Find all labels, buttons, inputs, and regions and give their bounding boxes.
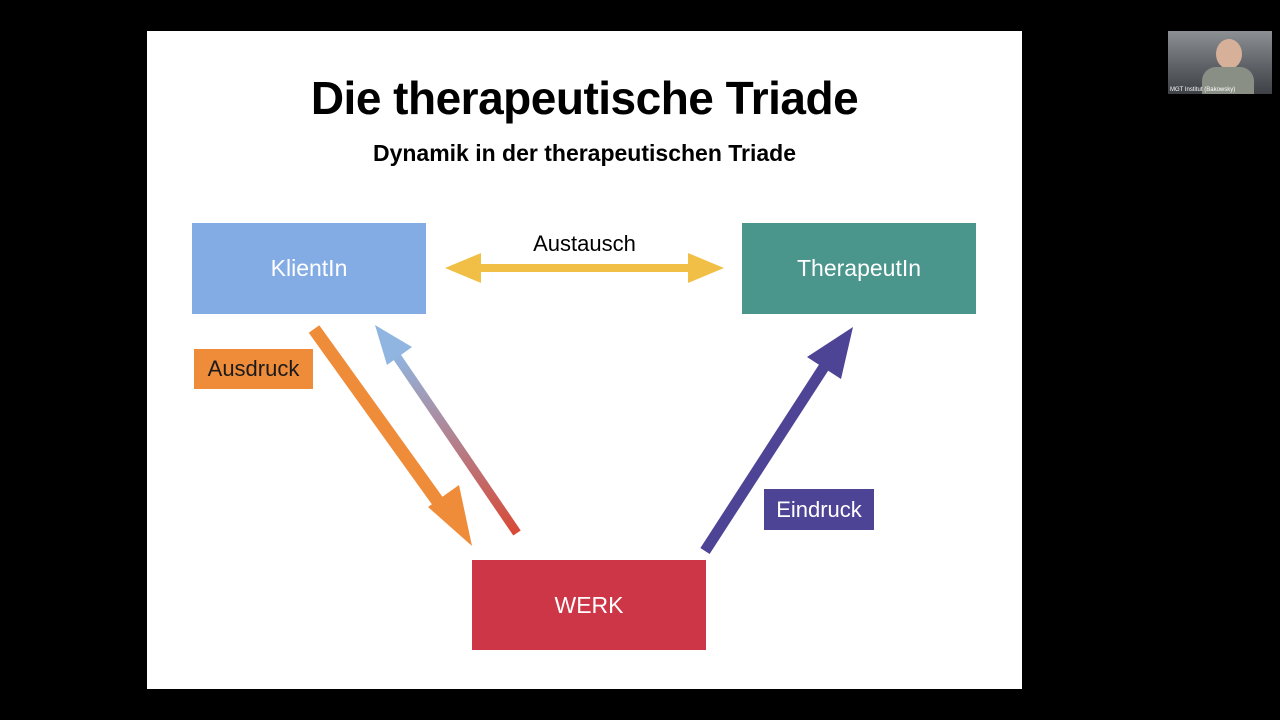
expression-label: Ausdruck — [207, 356, 300, 381]
slide-subtitle: Dynamik in der therapeutischen Triade — [372, 140, 797, 166]
presentation-slide: Die therapeutische Triade Dynamik in der… — [147, 31, 1022, 689]
exchange-arrow — [445, 253, 724, 283]
triad-arrows — [308, 253, 853, 554]
participant-name-caption: MGT Institut (Bakowsky) — [1170, 87, 1236, 93]
participant-video-thumbnail[interactable]: MGT Institut (Bakowsky) — [1168, 31, 1272, 94]
impression-tag: Eindruck — [764, 489, 874, 530]
expression-tag: Ausdruck — [194, 349, 313, 389]
expression-arrow — [308, 325, 472, 546]
participant-shirt — [1202, 67, 1254, 94]
impression-label: Eindruck — [776, 496, 862, 522]
return-arrow — [375, 325, 521, 536]
therapist-box: TherapeutIn — [742, 223, 976, 314]
work-label: WERK — [554, 591, 624, 618]
slide-title: Die therapeutische Triade — [310, 72, 859, 124]
client-label: KlientIn — [270, 255, 348, 281]
work-box: WERK — [472, 560, 706, 650]
client-box: KlientIn — [192, 223, 426, 314]
impression-arrow — [700, 327, 853, 554]
exchange-label: Austausch — [533, 231, 636, 256]
participant-head — [1216, 39, 1242, 69]
therapist-label: TherapeutIn — [796, 255, 922, 281]
